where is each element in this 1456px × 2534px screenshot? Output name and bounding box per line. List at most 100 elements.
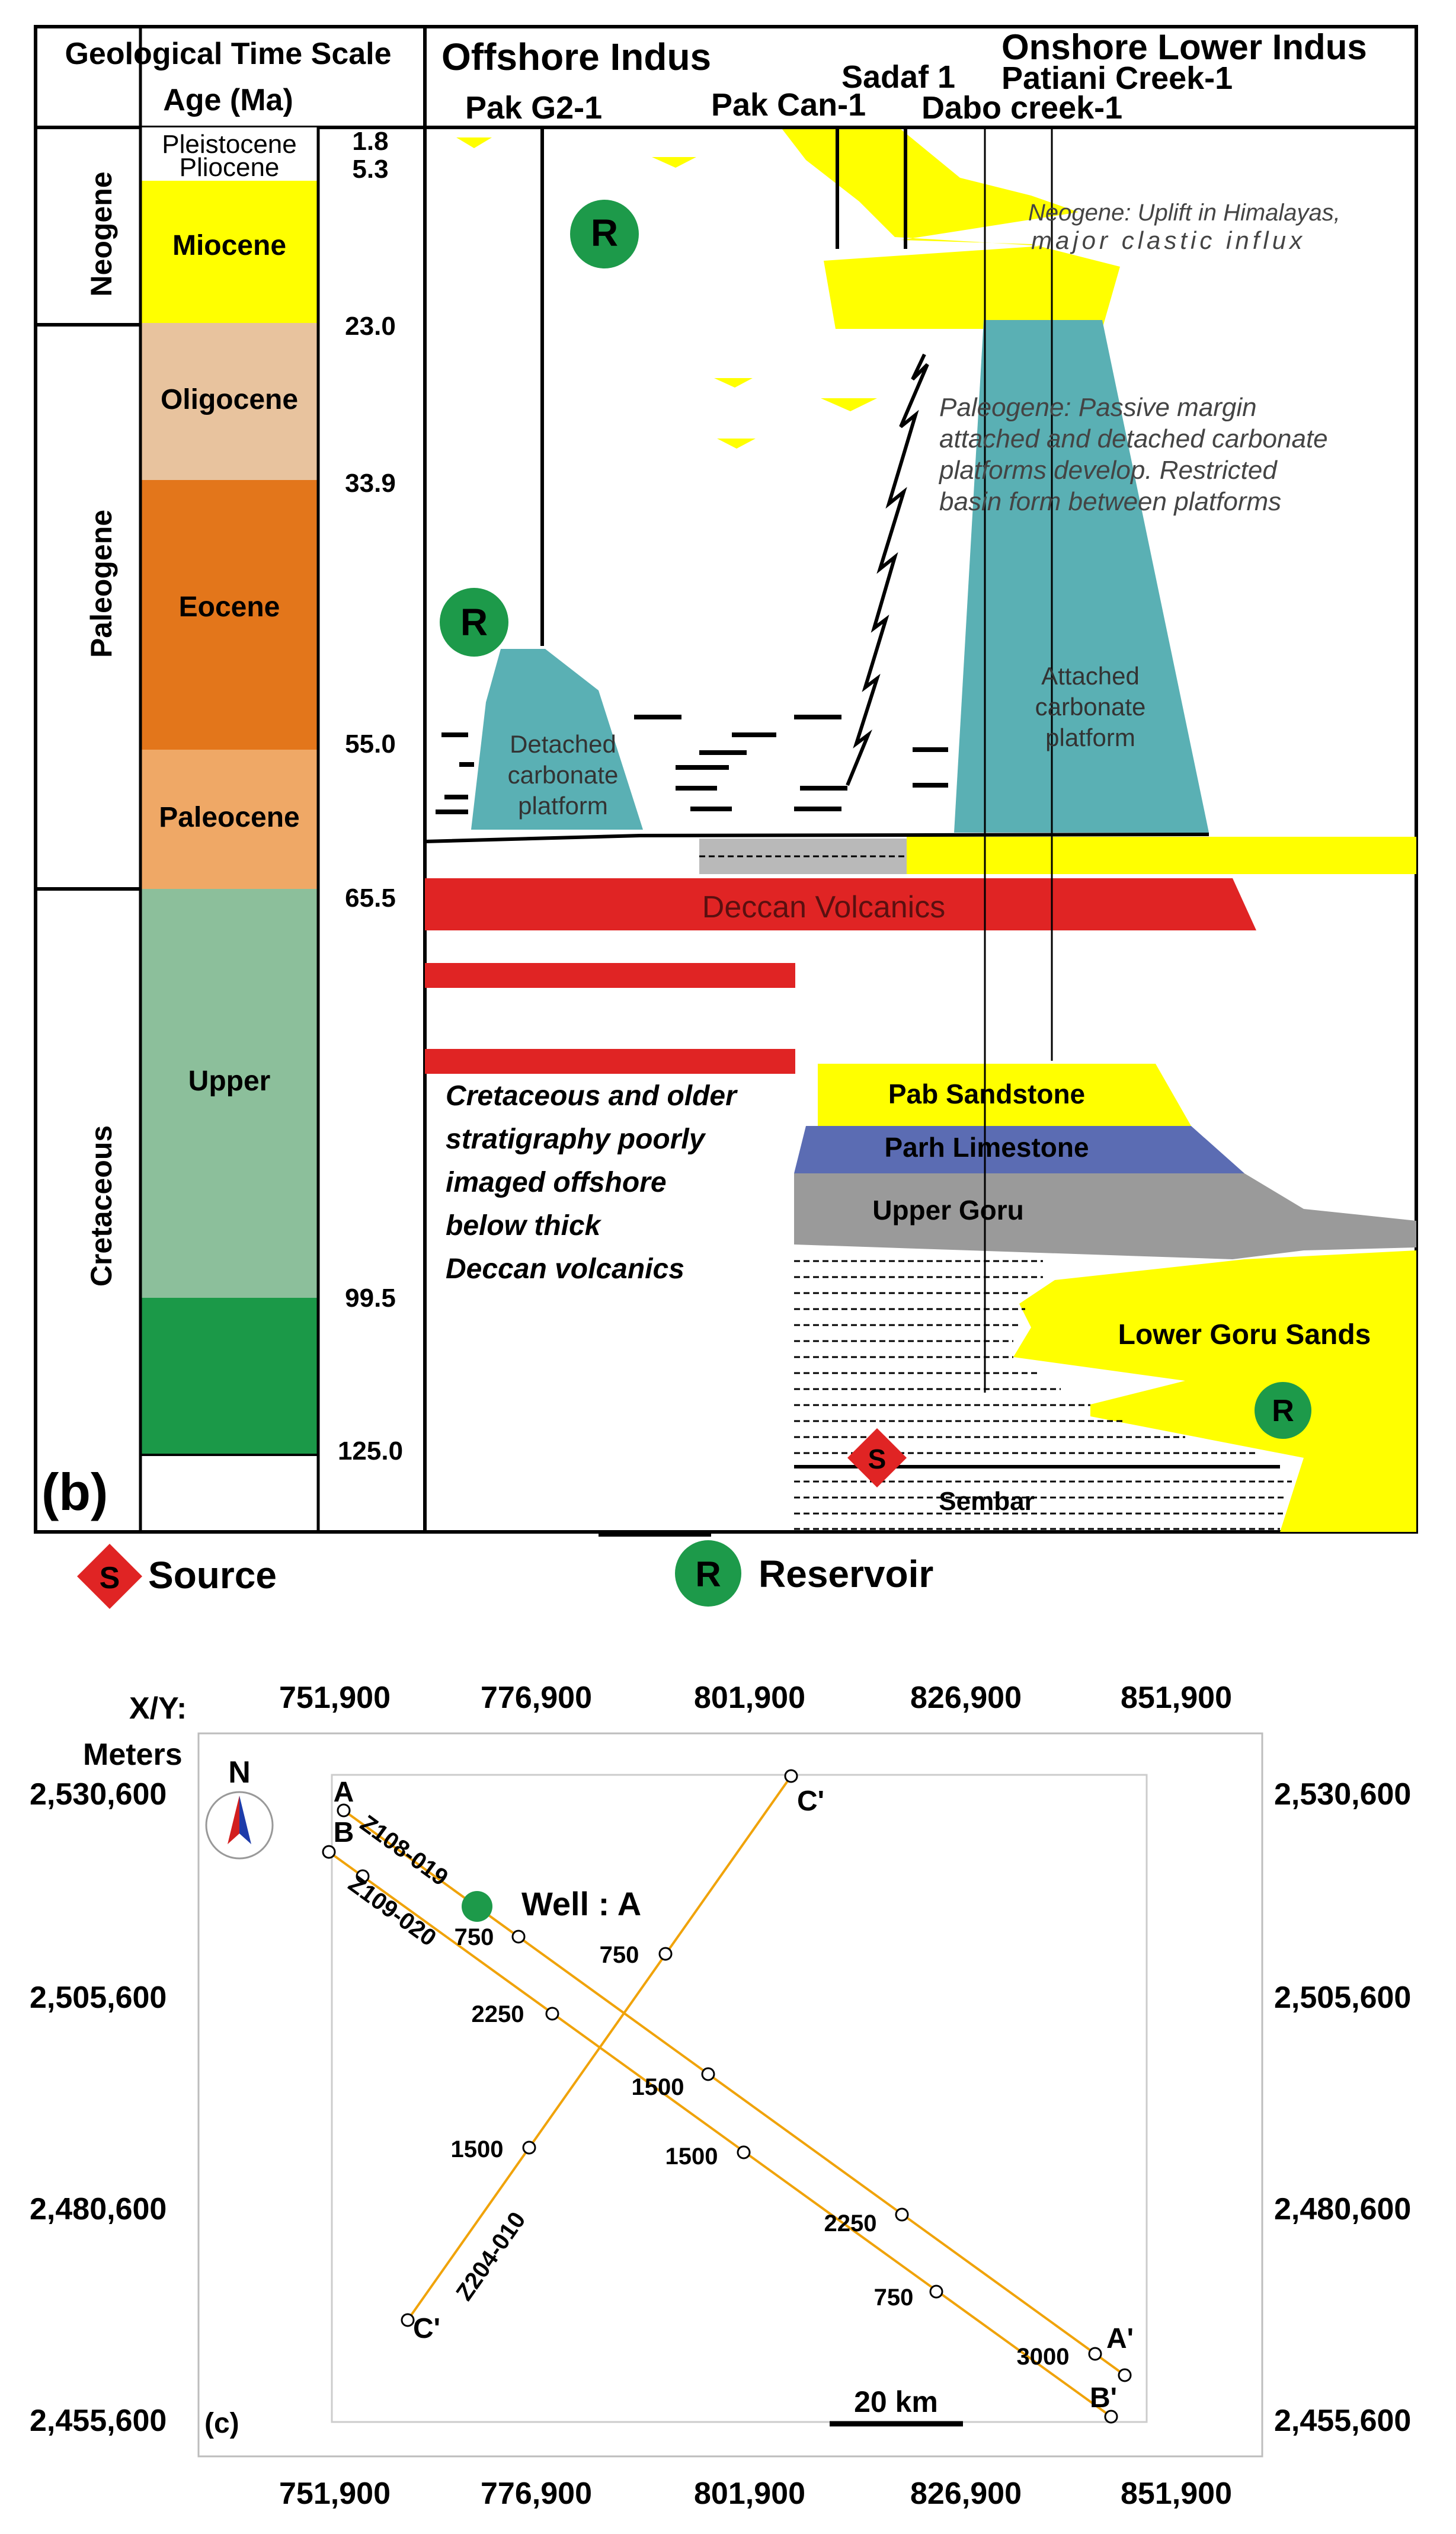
meters-label: Meters <box>83 1738 183 1772</box>
y-tick-left: 2,455,600 <box>30 2404 167 2438</box>
eocene-band <box>140 480 318 750</box>
facies-boundary <box>846 353 929 786</box>
sand-lens <box>456 137 492 148</box>
attached-label-3: platform <box>1045 724 1135 751</box>
epoch-oligocene: Oligocene <box>161 384 298 415</box>
well-dabo-creek-1: Dabo creek-1 <box>921 90 1122 126</box>
upper-goru-label: Upper Goru <box>872 1195 1024 1226</box>
endpoint-b-prime: B' <box>1090 2382 1117 2414</box>
reservoir-symbol: R <box>440 588 508 657</box>
attached-carbonate-platform <box>954 320 1209 833</box>
cretaceous-note-line3: imaged offshore <box>446 1167 667 1198</box>
x-tick-bottom: 851,900 <box>1121 2477 1232 2511</box>
detached-label-2: carbonate <box>508 761 619 789</box>
map-frame <box>197 1732 1263 2458</box>
upper-goru <box>794 1173 1416 1259</box>
panel-c: X/Y: Meters 751,900 776,900 801,900 826,… <box>30 1681 1411 2511</box>
svg-text:S: S <box>868 1444 887 1474</box>
age-99-5: 99.5 <box>345 1284 396 1313</box>
parh-label: Parh Limestone <box>884 1132 1089 1163</box>
lower-cretaceous-band <box>140 1298 318 1455</box>
shotpoint-label: 1500 <box>665 2143 718 2170</box>
svg-text:R: R <box>695 1554 721 1594</box>
epoch-pliocene: Pliocene <box>180 153 280 182</box>
neogene-note-line2: major clastic influx <box>1031 226 1305 254</box>
attached-label-1: Attached <box>1041 662 1140 690</box>
svg-text:N: N <box>228 1755 251 1790</box>
epoch-eocene: Eocene <box>179 591 280 623</box>
cretaceous-note-line5: Deccan volcanics <box>446 1253 684 1285</box>
svg-text:S: S <box>100 1561 120 1595</box>
x-tick-top: 776,900 <box>481 1681 592 1715</box>
age-1-8: 1.8 <box>352 127 388 156</box>
time-scale-title: Geological Time Scale <box>65 37 391 71</box>
parh-limestone <box>794 1126 1244 1173</box>
y-tick-right: 2,530,600 <box>1274 1777 1411 1812</box>
offshore-title: Offshore Indus <box>441 36 711 78</box>
reservoir-symbol: R <box>1255 1382 1311 1439</box>
oligocene-band <box>140 323 318 480</box>
paleogene-note-line4: basin form between platforms <box>939 487 1281 516</box>
x-tick-top: 851,900 <box>1121 1681 1232 1715</box>
x-tick-bottom: 751,900 <box>279 2477 391 2511</box>
shotpoint-label: 3000 <box>1017 2344 1070 2370</box>
lower-goru-label: Lower Goru Sands <box>1118 1319 1371 1351</box>
y-tick-left: 2,530,600 <box>30 1777 167 1812</box>
detached-label-1: Detached <box>510 730 616 758</box>
north-arrow-icon: N <box>205 1755 274 1860</box>
epoch-paleocene: Paleocene <box>159 802 299 833</box>
neogene-clastic-wedge <box>782 129 1120 329</box>
age-5-3: 5.3 <box>352 155 388 184</box>
deccan-label: Deccan Volcanics <box>702 890 945 924</box>
onshore-title: Onshore Lower Indus <box>1001 27 1367 67</box>
detached-carbonate-platform <box>471 649 643 830</box>
paleocene-sand <box>907 837 1416 874</box>
y-tick-right: 2,480,600 <box>1274 2192 1411 2226</box>
legend-source-symbol: S <box>77 1544 142 1609</box>
panel-b-label: (b) <box>41 1463 108 1521</box>
pab-sandstone <box>818 1064 1191 1126</box>
shotpoint-label: 750 <box>600 1942 639 1968</box>
age-65-5: 65.5 <box>345 884 396 913</box>
y-tick-right: 2,455,600 <box>1274 2404 1411 2438</box>
shotpoint-label: 750 <box>455 1924 494 1950</box>
age-55-0: 55.0 <box>345 730 396 759</box>
map-data-area <box>331 1774 1148 2423</box>
x-tick-top: 751,900 <box>279 1681 391 1715</box>
well-traces <box>540 127 1053 1393</box>
pab-label: Pab Sandstone <box>888 1079 1085 1109</box>
cretaceous-note-line4: below thick <box>446 1210 602 1242</box>
cretaceous-note-line2: stratigraphy poorly <box>446 1124 706 1155</box>
source-symbol: S <box>847 1428 907 1487</box>
seismic-line-z109 <box>328 1851 1112 2418</box>
volcanic-sill <box>425 1049 795 1074</box>
detached-label-3: platform <box>518 792 608 820</box>
well-pak-g2-1: Pak G2-1 <box>465 90 602 126</box>
paleogene-note-line3: platforms develop. Restricted <box>938 456 1278 485</box>
lower-goru-sands <box>1013 1250 1416 1532</box>
shotpoint-label: 1500 <box>451 2136 504 2162</box>
seismic-line-z204 <box>407 1775 792 2321</box>
x-tick-bottom: 801,900 <box>694 2477 805 2511</box>
legend-reservoir-label: Reservoir <box>759 1553 933 1595</box>
scale-bar-label: 20 km <box>854 2385 938 2418</box>
upper-cretaceous-band <box>140 889 318 1298</box>
sand-lens <box>717 439 756 449</box>
sand-lens <box>652 157 696 168</box>
period-cretaceous: Cretaceous <box>85 1125 118 1287</box>
svg-text:R: R <box>591 212 618 254</box>
shotpoint-label: 2250 <box>472 2001 524 2027</box>
well-sadaf-1: Sadaf 1 <box>841 59 955 95</box>
sand-lens <box>821 398 877 411</box>
svg-text:R: R <box>460 601 488 644</box>
x-tick-top: 801,900 <box>694 1681 805 1715</box>
x-tick-bottom: 776,900 <box>481 2477 592 2511</box>
deccan-volcanics <box>425 878 1256 930</box>
epoch-pleistocene: Pleistocene <box>162 130 296 159</box>
paleogene-note-line1: Paleogene: Passive margin <box>939 393 1257 422</box>
endpoint-c-prime-bottom: C' <box>413 2313 440 2344</box>
shotpoint-markers <box>322 1769 1132 2424</box>
well-a-marker <box>462 1891 492 1922</box>
epoch-upper-cretaceous: Upper <box>188 1066 271 1097</box>
